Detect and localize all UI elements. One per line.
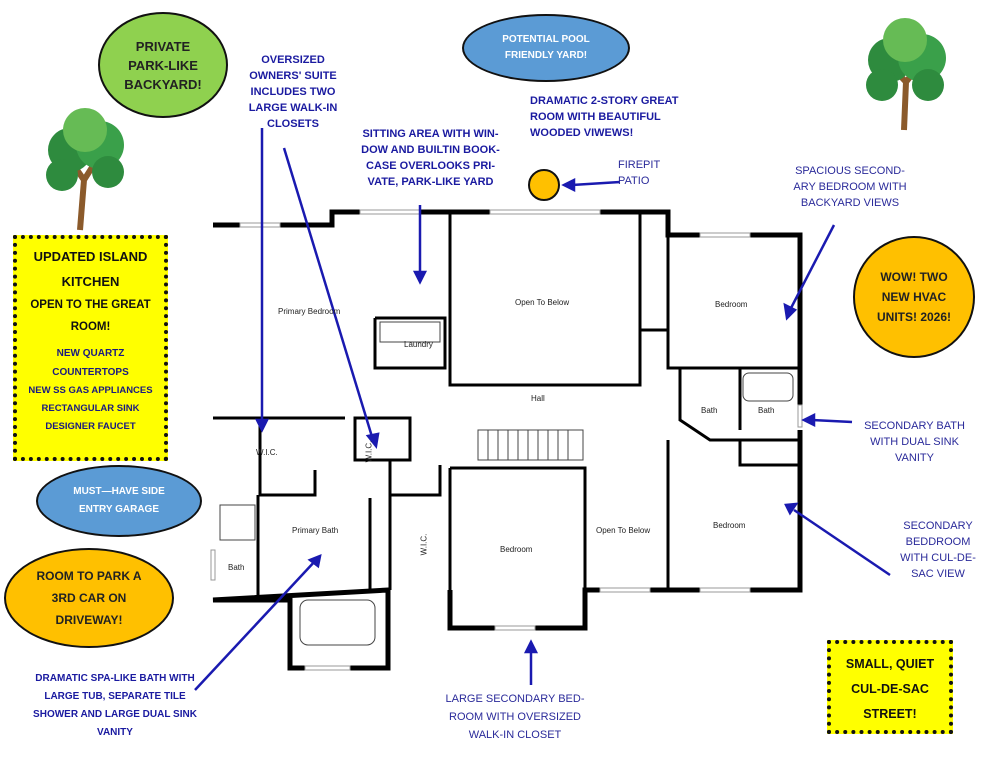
room-primary-bedroom: Primary Bedroom xyxy=(278,307,341,316)
room-bath-2: Bath xyxy=(758,406,775,415)
windows xyxy=(210,209,803,671)
firepit-note: FIREPIT PATIO xyxy=(618,159,660,187)
room-hall: Hall xyxy=(531,394,545,403)
room-open-below-1: Open To Below xyxy=(515,298,570,307)
room-bedroom-se: Bedroom xyxy=(713,521,746,530)
room-wic-1: W.I.C. xyxy=(256,448,278,457)
kitchen-title: UPDATED ISLAND KITCHEN xyxy=(33,249,148,289)
tree-icon-left xyxy=(46,108,124,231)
garage-bubble: MUST—HAVE SIDE ENTRY GARAGE xyxy=(36,465,202,537)
kitchen-detail: DESIGNER FAUCET xyxy=(45,421,136,432)
secondary-bath-note: SECONDARY BATH WITH DUAL SINK VANITY xyxy=(864,420,965,464)
room-bath-1: Bath xyxy=(701,406,718,415)
room-bath-3: Bath xyxy=(228,563,245,572)
pool-text: POTENTIAL POOL FRIENDLY YARD! xyxy=(502,34,590,61)
room-bedroom-ne: Bedroom xyxy=(715,300,748,309)
street-box: SMALL, QUIET CUL-DE-SAC STREET! xyxy=(827,640,953,734)
room-primary-bath: Primary Bath xyxy=(292,526,339,535)
callout-arrows xyxy=(194,128,891,691)
kitchen-detail: NEW QUARTZ COUNTERTOPS xyxy=(52,348,129,378)
great-room-note: DRAMATIC 2-STORY GREAT ROOM WITH BEAUTIF… xyxy=(530,95,679,139)
room-laundry: Laundry xyxy=(404,340,433,349)
kitchen-box: UPDATED ISLAND KITCHEN OPEN TO THE GREAT… xyxy=(13,235,168,461)
pool-bubble: POTENTIAL POOL FRIENDLY YARD! xyxy=(462,14,630,82)
spa-bath-note: DRAMATIC SPA-LIKE BATH WITH LARGE TUB, S… xyxy=(33,673,197,738)
fixtures xyxy=(219,321,794,646)
spacious-bedroom-note: SPACIOUS SECOND-ARY BEDROOM WITH BACKYAR… xyxy=(793,165,907,209)
kitchen-subtitle: OPEN TO THE GREAT ROOM! xyxy=(30,299,151,333)
room-open-below-2: Open To Below xyxy=(596,526,651,535)
firepit-icon xyxy=(528,169,560,201)
large-bedroom-note: LARGE SECONDARY BED-ROOM WITH OVERSIZED … xyxy=(445,693,585,741)
street-text: SMALL, QUIET CUL-DE-SAC STREET! xyxy=(845,657,935,721)
kitchen-detail: NEW SS GAS APPLIANCES xyxy=(28,385,153,396)
room-bedroom-s: Bedroom xyxy=(500,545,533,554)
culdesac-bedroom-note: SECONDARY BEDDROOM WITH CUL-DE-SAC VIEW xyxy=(900,520,976,580)
driveway-bubble: ROOM TO PARK A 3RD CAR ON DRIVEWAY! xyxy=(4,548,174,648)
driveway-text: ROOM TO PARK A 3RD CAR ON DRIVEWAY! xyxy=(36,569,142,627)
hvac-bubble: WOW! TWO NEW HVAC UNITS! 2026! xyxy=(853,236,975,358)
garage-text: MUST—HAVE SIDE ENTRY GARAGE xyxy=(73,486,165,515)
hvac-text: WOW! TWO NEW HVAC UNITS! 2026! xyxy=(876,270,952,324)
room-wic-2: W.I.C. xyxy=(364,440,374,463)
backyard-text: PRIVATE PARK-LIKE BACKYARD! xyxy=(124,38,202,92)
sitting-area-note: SITTING AREA WITH WIN-DOW AND BUILTIN BO… xyxy=(361,128,500,188)
room-wic-3: W.I.C. xyxy=(419,533,429,556)
backyard-bubble: PRIVATE PARK-LIKE BACKYARD! xyxy=(98,12,228,118)
tree-icon-right xyxy=(866,18,946,131)
kitchen-detail: RECTANGULAR SINK xyxy=(41,403,140,414)
interior-walls xyxy=(213,212,800,600)
stairs xyxy=(477,429,584,461)
owners-suite-note: OVERSIZED OWNERS' SUITE INCLUDES TWO LAR… xyxy=(248,54,338,130)
